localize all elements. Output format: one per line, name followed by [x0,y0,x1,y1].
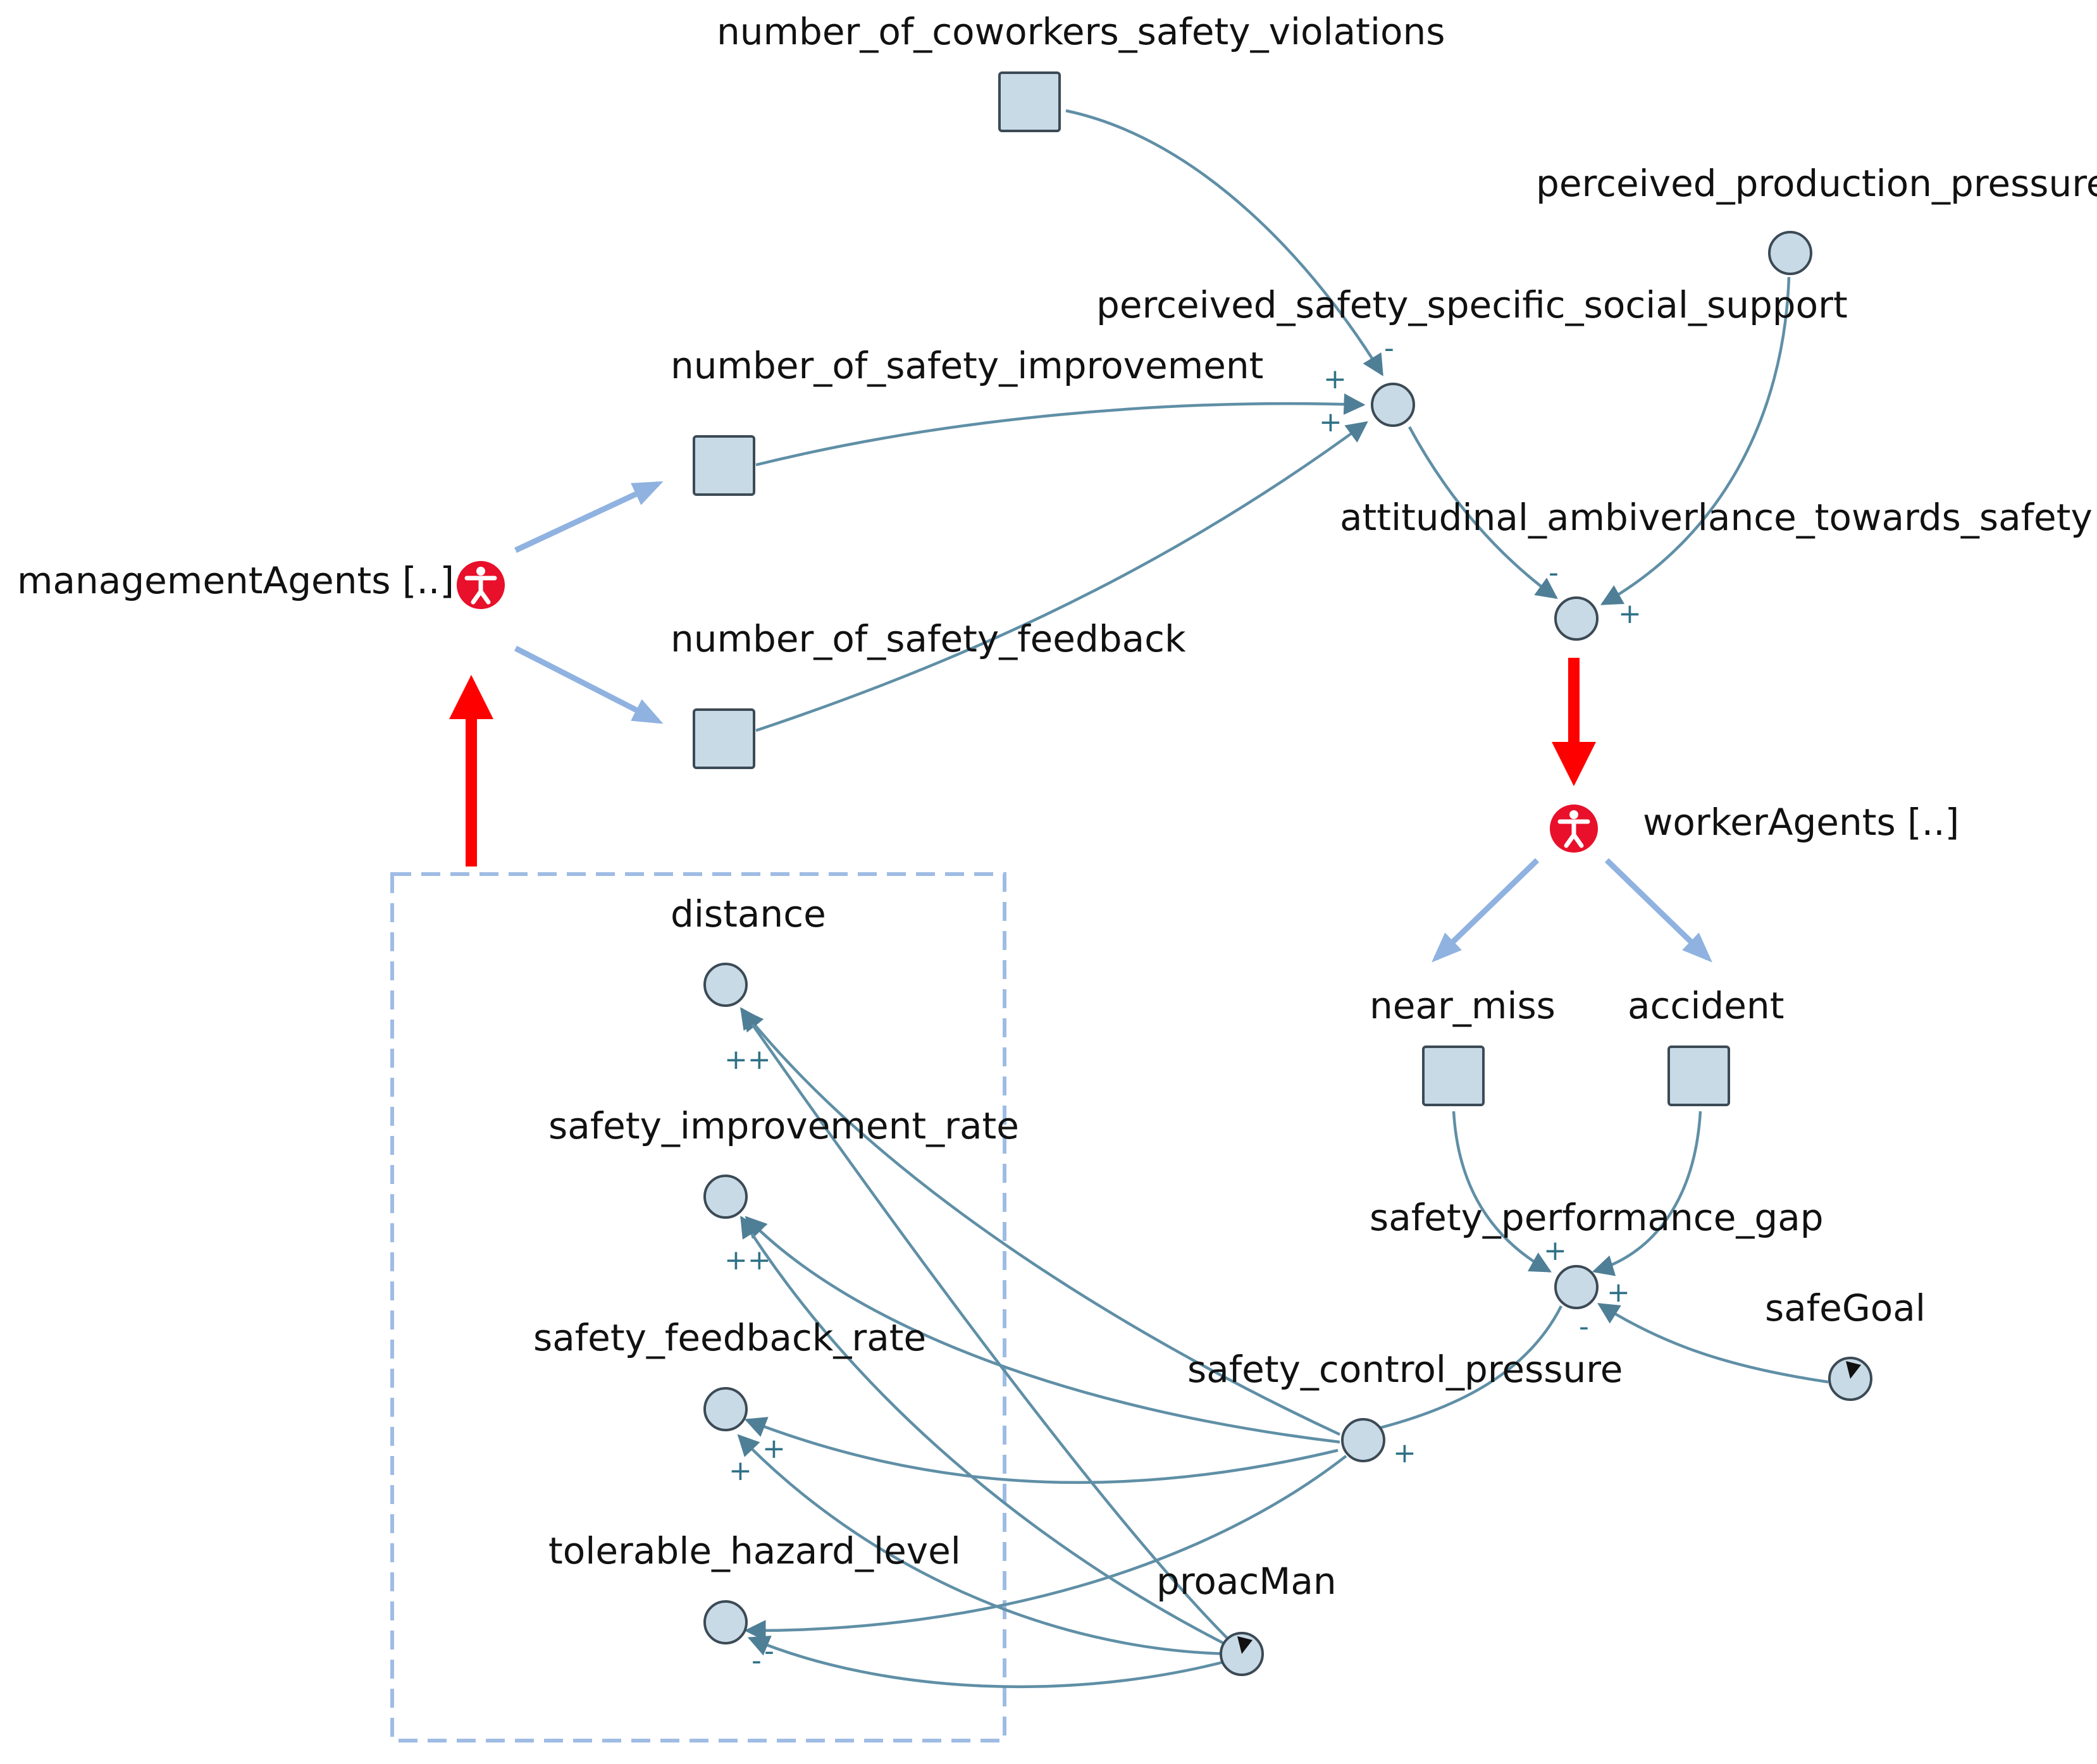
control-to-hazard-link [744,1455,1347,1642]
sign-hazard-2: - [764,1635,774,1667]
management-to-feedback-flow [514,645,664,724]
feedback-to-support-link [755,421,1368,732]
social-support-label: perceived_safety_specific_social_support [1096,283,1848,326]
management-agents-label: managementAgents [..] [17,559,454,602]
gap-to-control-link [1344,1305,1563,1443]
safety-improvement-label: number_of_safety_improvement [671,344,1263,387]
accident-label: accident [1628,984,1784,1027]
policy-group-box [390,872,1006,1742]
distance-label: distance [671,892,826,935]
dial-icon [1846,1361,1861,1379]
distance-variable[interactable] [703,963,748,1007]
production-pressure-label: perceived_production_pressure [1536,162,2097,205]
sign-nearmiss: + [1543,1235,1567,1267]
sign-accident: + [1607,1276,1630,1309]
management-to-improvement-flow [514,481,664,553]
violations-to-support-link [1065,109,1383,376]
performance-gap-variable[interactable] [1554,1265,1599,1309]
nearmiss-to-gap-link [1452,1111,1552,1273]
near-miss-label: near_miss [1370,984,1556,1027]
safety-feedback-label: number_of_safety_feedback [671,617,1186,660]
hazard-level-variable[interactable] [703,1600,748,1644]
production-pressure-variable[interactable] [1768,231,1812,275]
proacman-to-hazard-link [747,1636,1231,1689]
accident-stock[interactable] [1667,1045,1730,1106]
performance-gap-label: safety_performance_gap [1370,1196,1824,1239]
dial-icon [1237,1636,1253,1654]
support-to-ambivalence-link [1408,426,1558,599]
control-to-distance-link [741,1009,1340,1436]
control-pressure-variable[interactable] [1341,1418,1385,1462]
safegoal-to-gap-link [1597,1303,1829,1384]
sign-support: - [1549,557,1559,589]
sign-feedback-rate-2: + [762,1433,786,1465]
feedback-rate-variable[interactable] [703,1387,748,1431]
proacman-parameter[interactable] [1220,1632,1264,1676]
control-to-improvement-rate-link [745,1216,1340,1444]
sign-improvement: + [1323,363,1347,395]
sign-gap: + [1393,1437,1416,1469]
improvement-rate-label: safety_improvement_rate [548,1104,1019,1147]
ambivalence-variable[interactable] [1554,596,1599,641]
worker-agents-label: workerAgents [..] [1643,801,1959,844]
sign-feedback: + [1319,406,1342,438]
control-pressure-label: safety_control_pressure [1187,1348,1623,1391]
sign-improvement-rate: ++ [724,1244,771,1276]
safegoal-parameter[interactable] [1828,1357,1872,1401]
proacman-label: proacMan [1156,1560,1337,1603]
coworkers-violations-stock[interactable] [998,71,1061,132]
sign-pressure: + [1618,598,1642,630]
proacman-to-improvement-rate-link [740,1216,1234,1650]
accident-to-gap-link [1592,1111,1702,1276]
safegoal-label: safeGoal [1765,1286,1926,1329]
improvement-to-support-link [755,393,1366,467]
proacman-to-distance-link [740,1007,1232,1643]
control-to-feedback-rate-link [744,1417,1339,1484]
worker-agents-icon[interactable] [1550,805,1598,853]
worker-to-nearmiss-flow [1432,858,1540,963]
sign-distance: ++ [724,1044,771,1076]
improvement-rate-variable[interactable] [703,1175,748,1219]
pressure-to-ambivalence-link [1600,276,1791,605]
sign-safegoal: - [1579,1311,1589,1343]
safety-improvement-stock[interactable] [693,435,755,496]
sign-hazard: - [752,1644,762,1677]
proacman-to-feedback-rate-link [737,1434,1233,1656]
worker-to-accident-flow [1604,858,1712,963]
ambivalence-label: attitudinal_ambiverlance_towards_safety [1340,496,2093,539]
sign-violations: - [1384,332,1394,364]
safety-feedback-stock[interactable] [693,708,755,769]
management-agents-icon[interactable] [457,561,505,609]
sign-feedback-rate: + [729,1455,752,1487]
near-miss-stock[interactable] [1422,1045,1485,1106]
coworkers-violations-label: number_of_coworkers_safety_violations [717,10,1445,53]
hazard-level-label: tolerable_hazard_level [548,1529,961,1572]
social-support-variable[interactable] [1371,383,1415,427]
feedback-rate-label: safety_feedback_rate [533,1316,926,1359]
